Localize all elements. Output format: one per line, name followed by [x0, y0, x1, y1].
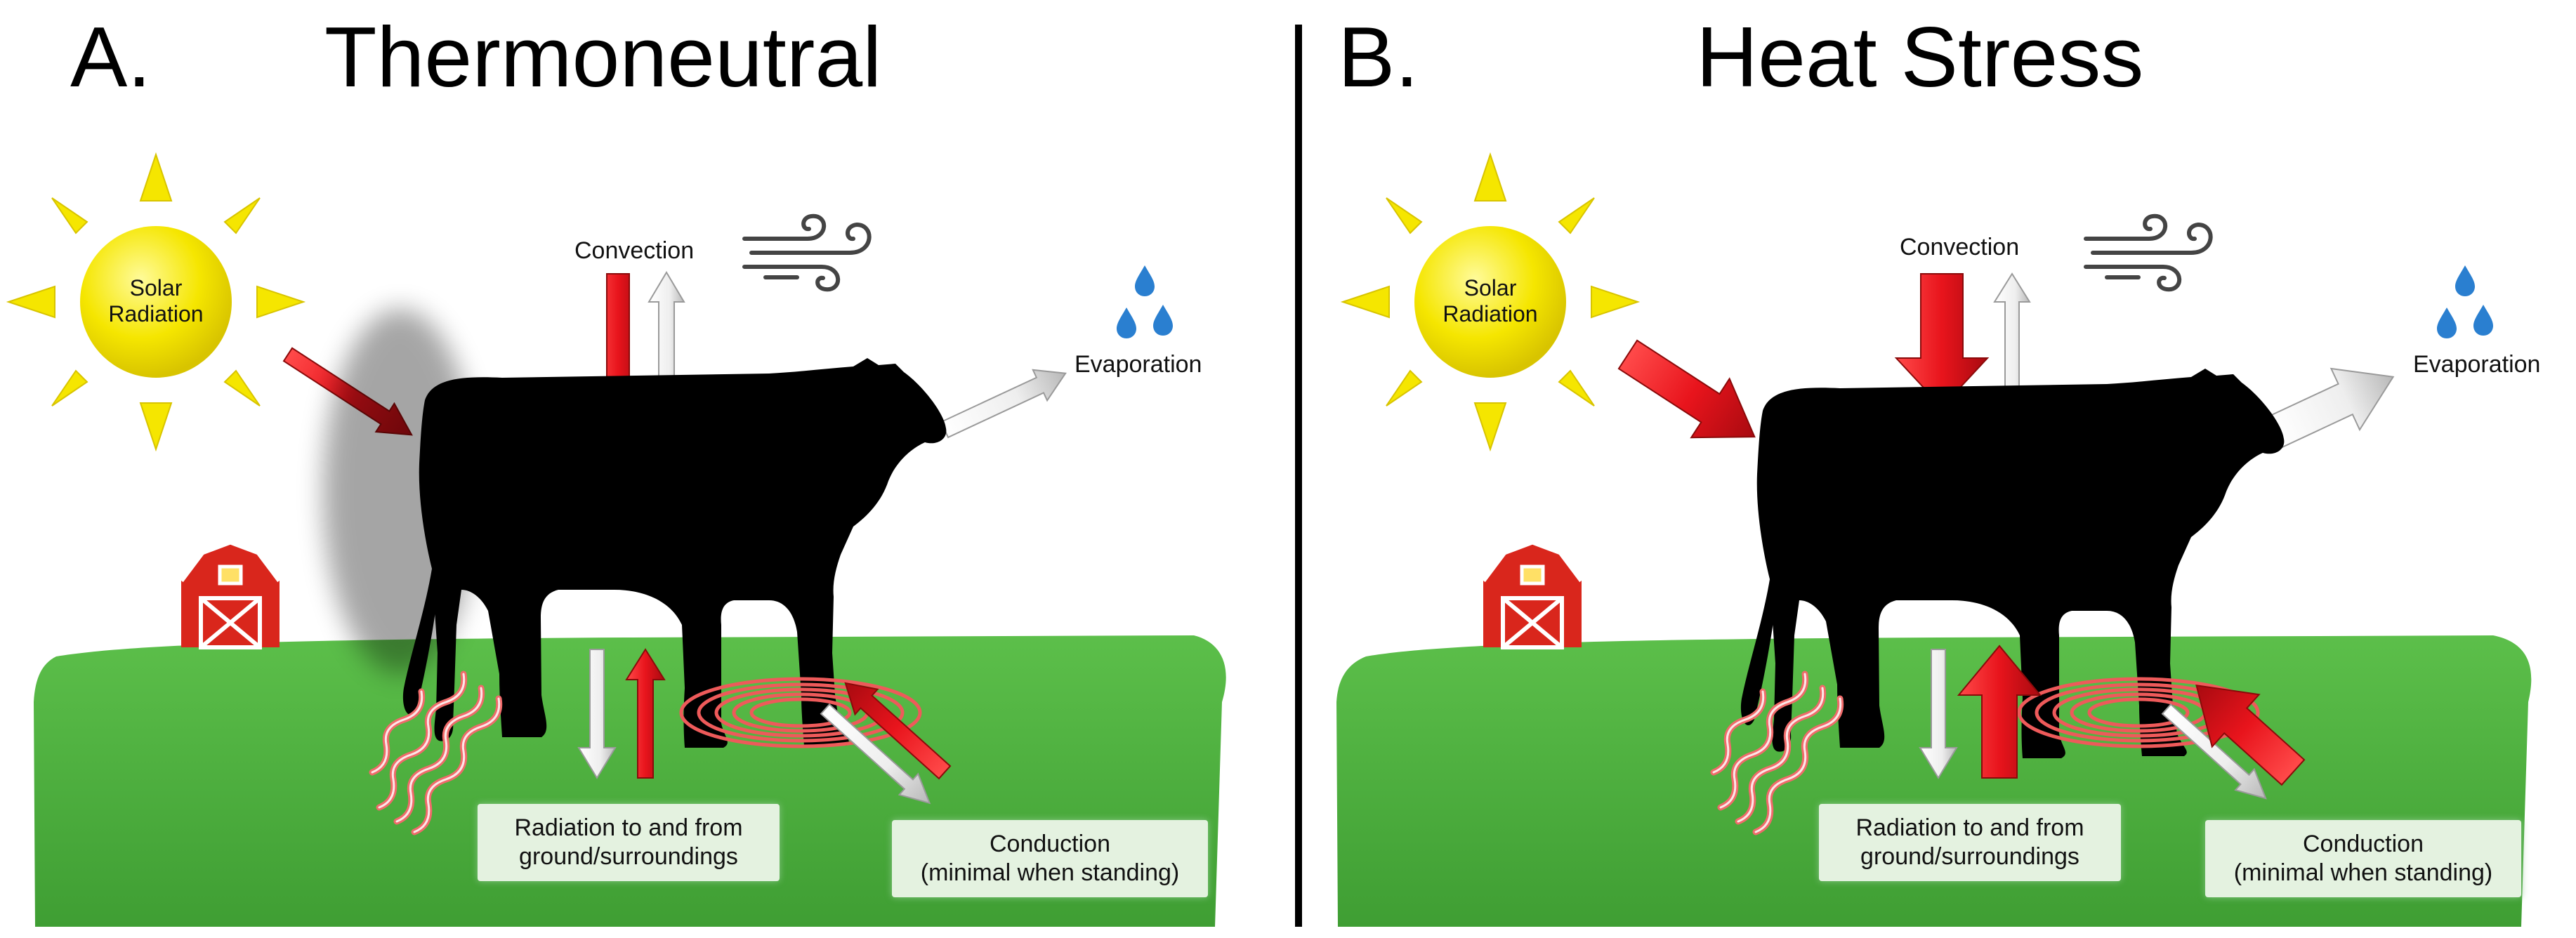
- convection-up-arrow: [1993, 272, 2031, 404]
- panel-a-letter: A.: [70, 9, 152, 105]
- solar-label-line2: Radiation: [1443, 300, 1538, 326]
- water-drops-icon: [1117, 265, 1173, 338]
- conduction-in-arrow: [844, 682, 952, 780]
- ground-radiation-up-arrow: [1957, 645, 2042, 779]
- ground-radiation-down-arrow: [1919, 649, 1958, 779]
- conduction-label-line2: (minimal when standing): [920, 859, 1180, 886]
- barn-icon: [181, 542, 280, 647]
- panel-b-letter: B.: [1338, 9, 1419, 105]
- convection-label: Convection: [574, 237, 695, 264]
- conduction-label-line1: Conduction: [2302, 831, 2424, 858]
- solar-radiation-label: Solar Radiation: [105, 275, 206, 327]
- solar-radiation-label: Solar Radiation: [1440, 275, 1541, 327]
- wind-icon: [744, 216, 869, 289]
- radiation-label-line2: ground/surroundings: [519, 843, 738, 870]
- evaporation-label: Evaporation: [2413, 351, 2541, 378]
- solar-label-line1: Solar: [129, 275, 183, 300]
- barn-icon: [1483, 542, 1582, 647]
- sun-icon: [1340, 152, 1641, 452]
- conduction-label-line2: (minimal when standing): [2233, 859, 2493, 886]
- conduction-label-line1: Conduction: [989, 831, 1110, 858]
- ground-radiation-up-arrow: [625, 648, 666, 779]
- water-drops-icon: [2437, 265, 2493, 338]
- convection-label: Convection: [1900, 234, 2020, 260]
- conduction-in-arrow: [2195, 685, 2306, 786]
- sun-icon: [6, 152, 306, 452]
- evaporation-arrow: [940, 369, 1067, 439]
- conduction-out-arrow: [2161, 703, 2267, 800]
- conduction-label-box: Conduction (minimal when standing): [892, 820, 1208, 897]
- radiation-label-line1: Radiation to and from: [1855, 814, 2084, 842]
- conduction-out-arrow: [820, 703, 931, 805]
- solar-label-line1: Solar: [1464, 275, 1517, 300]
- radiation-label-line1: Radiation to and from: [514, 814, 743, 842]
- conduction-label-box: Conduction (minimal when standing): [2205, 820, 2521, 897]
- convection-down-arrow: [1894, 273, 1990, 409]
- radiation-label-line2: ground/surroundings: [1860, 843, 2079, 870]
- solar-label-line2: Radiation: [108, 300, 204, 326]
- panel-a-title: Thermoneutral: [324, 9, 882, 105]
- evaporation-label: Evaporation: [1075, 351, 1202, 378]
- evaporation-arrow: [2267, 367, 2395, 449]
- panel-b-title: Heat Stress: [1696, 9, 2144, 105]
- ground-radiation-down-arrow: [577, 649, 617, 779]
- wind-icon: [2086, 216, 2211, 289]
- solar-radiation-arrow: [1617, 339, 1756, 439]
- radiation-label-box: Radiation to and from ground/surrounding…: [478, 804, 780, 881]
- radiation-label-box: Radiation to and from ground/surrounding…: [1819, 804, 2121, 881]
